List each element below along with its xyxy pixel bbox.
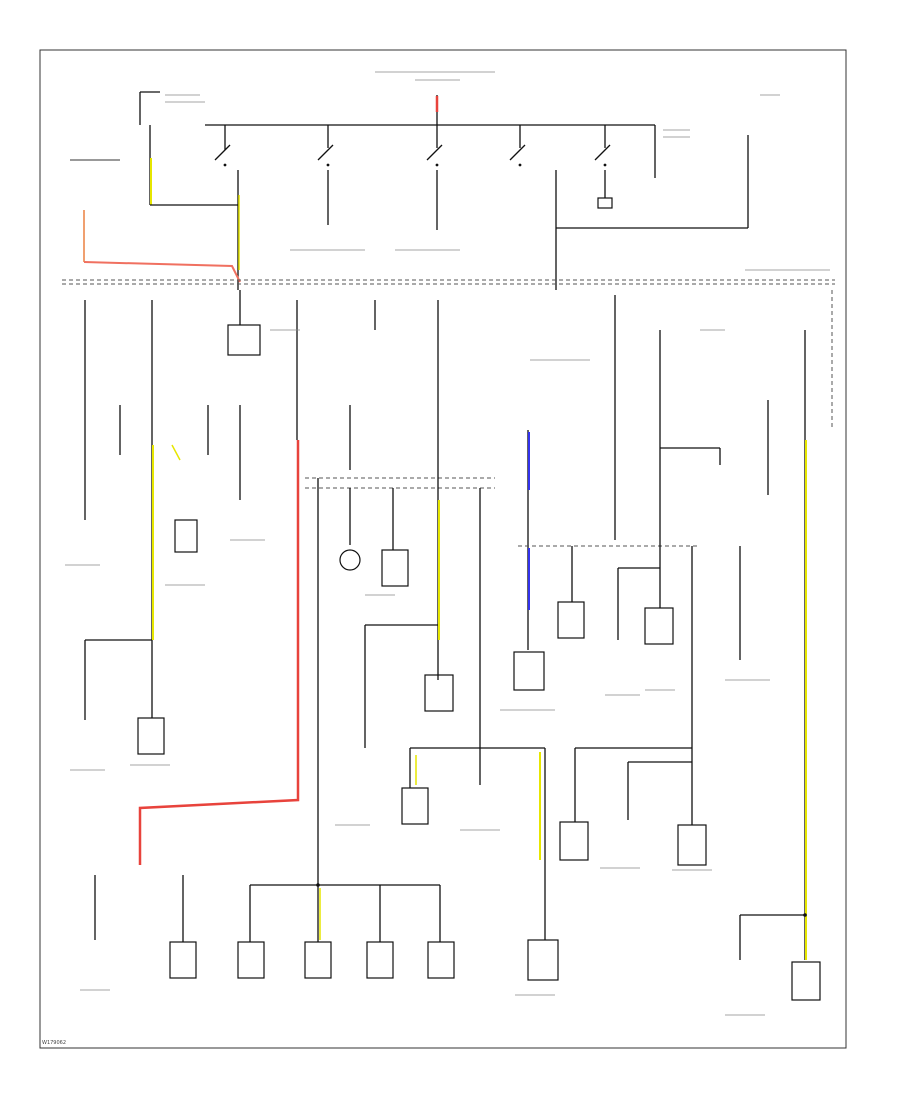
center-bus [305, 300, 545, 887]
figure-code: W179062 [42, 1040, 66, 1046]
diagram-border [39, 49, 847, 1049]
ignition-switch-section [70, 91, 749, 290]
component-box-left-1 [174, 519, 198, 553]
right-column-circuits [527, 290, 833, 1001]
red-wire-main [138, 440, 300, 865]
bottom-row-circuits [94, 875, 455, 979]
red-orange-wire [83, 261, 241, 283]
yellow-wire-short [171, 444, 181, 461]
component-box-left-2 [137, 717, 165, 755]
blue-wire-circuit [513, 430, 700, 691]
red-wire-circuit [138, 290, 376, 865]
left-column-circuits [84, 300, 209, 755]
motor-symbol [339, 549, 361, 571]
illegible-label-marks [65, 71, 830, 1016]
